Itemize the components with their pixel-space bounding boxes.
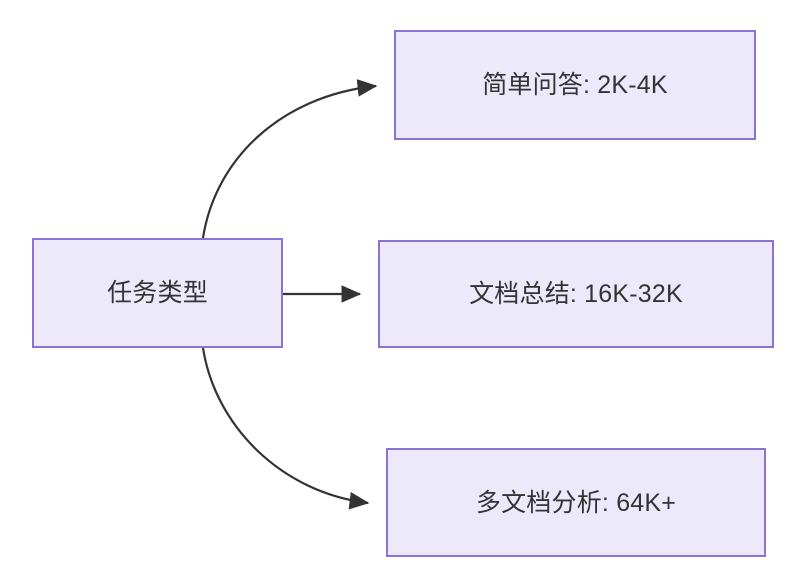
node-task-type-label: 任务类型 xyxy=(107,279,208,307)
node-simple-qa-label: 简单问答: 2K-4K xyxy=(482,71,668,99)
node-simple-qa[interactable]: 简单问答: 2K-4K xyxy=(394,30,756,140)
edge-root-to-multi xyxy=(201,347,370,510)
edge-root-to-qa xyxy=(201,79,378,239)
node-multi-doc-analysis-label: 多文档分析: 64K+ xyxy=(475,488,677,517)
node-doc-summary[interactable]: 文档总结: 16K-32K xyxy=(378,240,774,348)
node-task-type[interactable]: 任务类型 xyxy=(32,238,283,348)
node-doc-summary-label: 文档总结: 16K-32K xyxy=(469,280,683,308)
node-multi-doc-analysis[interactable]: 多文档分析: 64K+ xyxy=(386,448,766,557)
